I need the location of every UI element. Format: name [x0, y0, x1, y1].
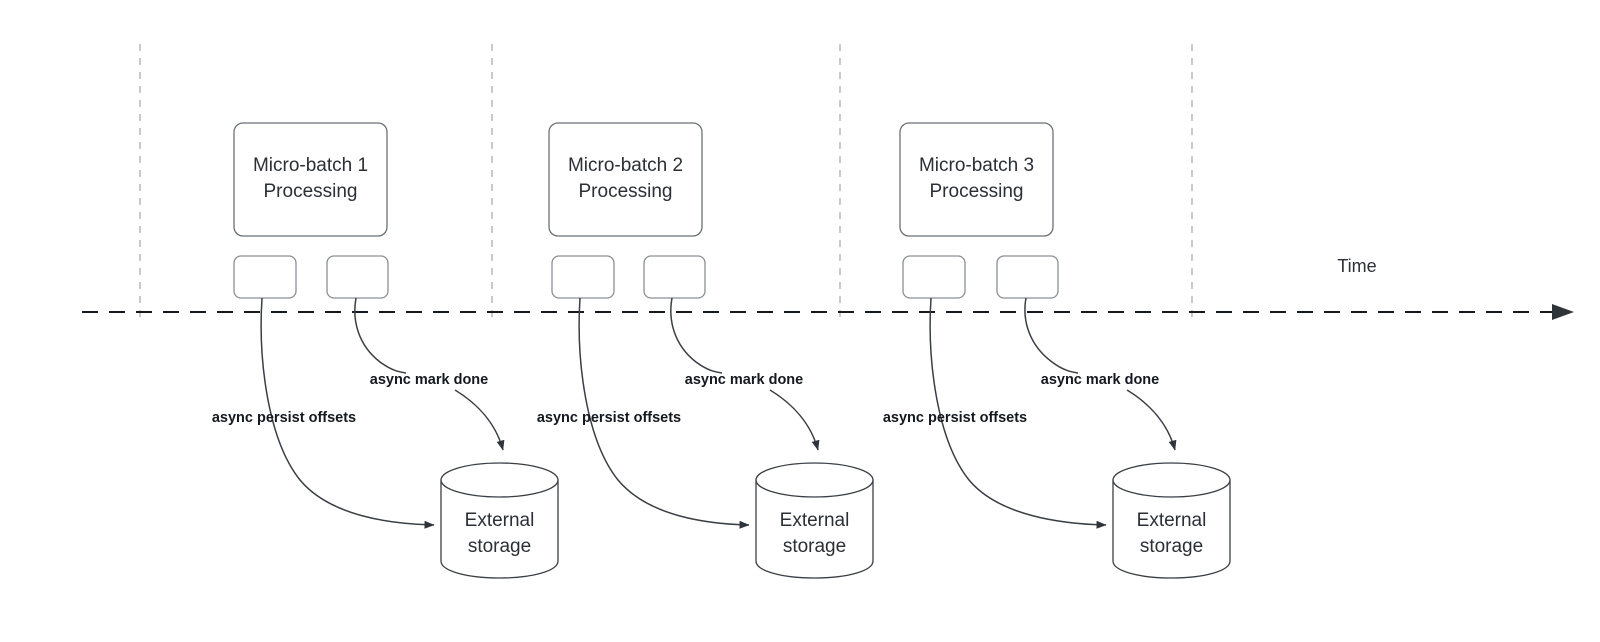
- async-mark-done-edge-1: [454, 389, 505, 451]
- micro-batch-2-label-line1: Micro-batch 2: [568, 155, 683, 176]
- async-mark-done-label-3: async mark done: [1041, 372, 1159, 388]
- micro-batch-2-task-b-box[interactable]: [643, 255, 706, 299]
- micro-batch-3-box[interactable]: [899, 122, 1054, 237]
- micro-batch-1-task-b-box[interactable]: [326, 255, 389, 299]
- micro-batch-1-task-a-box[interactable]: [233, 255, 297, 299]
- micro-batch-group-3: Micro-batch 3 Processing async persist o…: [883, 122, 1231, 579]
- async-persist-offsets-edge-2: [578, 297, 750, 529]
- tick-lines-group: [139, 44, 1193, 324]
- async-mark-done-stub-1: [354, 297, 407, 374]
- micro-batch-2-box[interactable]: [548, 122, 703, 237]
- async-persist-offsets-edge-3: [929, 297, 1107, 529]
- async-mark-done-stub-2: [670, 297, 723, 374]
- external-storage-cylinder-3[interactable]: [1112, 462, 1231, 579]
- micro-batch-2-task-a-box[interactable]: [551, 255, 615, 299]
- micro-batch-group-2: Micro-batch 2 Processing async persist o…: [537, 122, 874, 579]
- micro-batch-3-label-line1: Micro-batch 3: [919, 155, 1034, 176]
- micro-batch-1-label-line2: Processing: [264, 181, 358, 202]
- external-storage-1-label-line2: storage: [468, 536, 531, 557]
- external-storage-3-label-line1: External: [1137, 510, 1207, 531]
- async-mark-done-edge-3: [1126, 389, 1177, 451]
- micro-batch-group-1: Micro-batch 1 Processing async persist o…: [212, 122, 559, 579]
- timeline-axis: Time: [82, 256, 1574, 320]
- external-storage-3-label-line2: storage: [1140, 536, 1203, 557]
- timeline-arrow-head: [1552, 304, 1574, 320]
- micro-batch-1-label-line1: Micro-batch 1: [253, 155, 368, 176]
- async-persist-offsets-label-1: async persist offsets: [212, 410, 356, 426]
- micro-batch-3-label-line2: Processing: [930, 181, 1024, 202]
- external-storage-1-label-line1: External: [465, 510, 535, 531]
- external-storage-2-label-line1: External: [780, 510, 850, 531]
- micro-batch-1-box[interactable]: [233, 122, 388, 237]
- external-storage-cylinder-1[interactable]: [440, 462, 559, 579]
- async-mark-done-stub-3: [1024, 297, 1079, 374]
- external-storage-2-label-line2: storage: [783, 536, 846, 557]
- async-mark-done-label-2: async mark done: [685, 372, 803, 388]
- micro-batch-3-task-b-box[interactable]: [996, 255, 1059, 299]
- async-persist-offsets-label-2: async persist offsets: [537, 410, 681, 426]
- micro-batch-2-label-line2: Processing: [579, 181, 673, 202]
- micro-batch-3-task-a-box[interactable]: [902, 255, 966, 299]
- async-mark-done-label-1: async mark done: [370, 372, 488, 388]
- async-persist-offsets-edge-1: [260, 297, 435, 529]
- external-storage-cylinder-2[interactable]: [755, 462, 874, 579]
- async-mark-done-edge-2: [769, 389, 820, 451]
- async-persist-offsets-label-3: async persist offsets: [883, 410, 1027, 426]
- time-axis-label: Time: [1337, 256, 1376, 276]
